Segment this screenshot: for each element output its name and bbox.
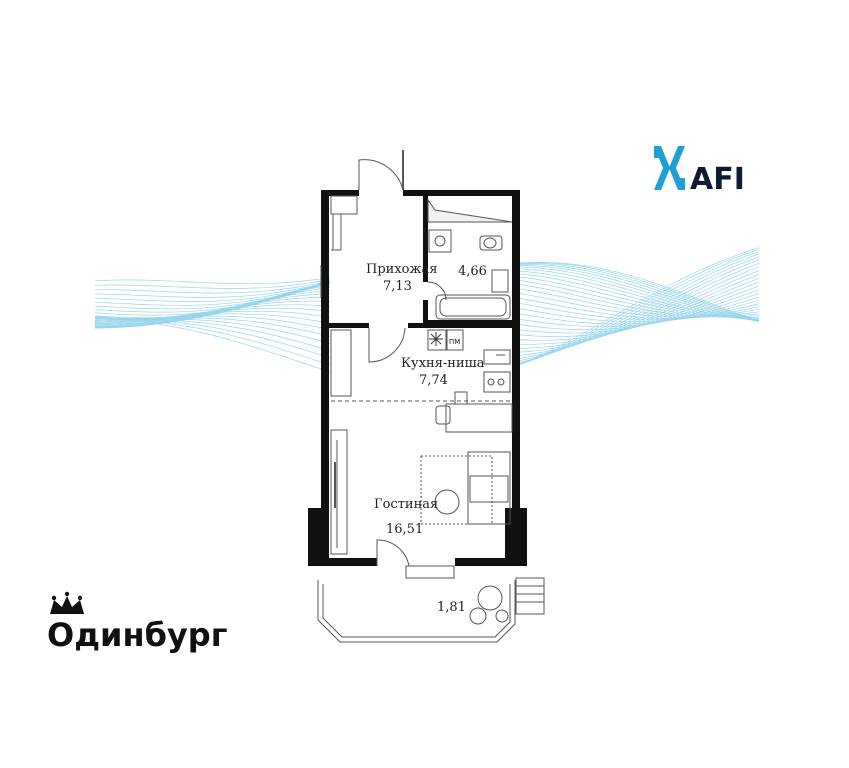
- room-name-living: Гостиная: [374, 497, 438, 512]
- room-area-kitchen: 7,74: [419, 373, 448, 388]
- odinburg-logo: Одинбург: [47, 591, 227, 654]
- crown-icon: [50, 591, 84, 614]
- room-area-bathroom: 4,66: [458, 264, 487, 279]
- room-name-kitchen: Кухня-ниша: [401, 356, 485, 371]
- room-area-living: 16,51: [386, 522, 423, 537]
- balcony-fill: [318, 578, 515, 640]
- afi-logo-text: AFI: [690, 162, 745, 197]
- ventilation-icon: [429, 332, 443, 346]
- room-area-hallway: 7,13: [383, 279, 412, 294]
- appliance-tag-dishwasher: ПМ: [449, 338, 460, 346]
- room-name-hallway: Прихожая: [366, 262, 437, 277]
- interior-fixtures: [317, 150, 545, 643]
- project-name: Одинбург: [47, 616, 227, 654]
- afi-logo-icon: [654, 146, 685, 190]
- interior-walls: [329, 196, 512, 328]
- room-area-balcony: 1,81: [437, 600, 466, 615]
- afi-logo: AFI: [654, 146, 745, 197]
